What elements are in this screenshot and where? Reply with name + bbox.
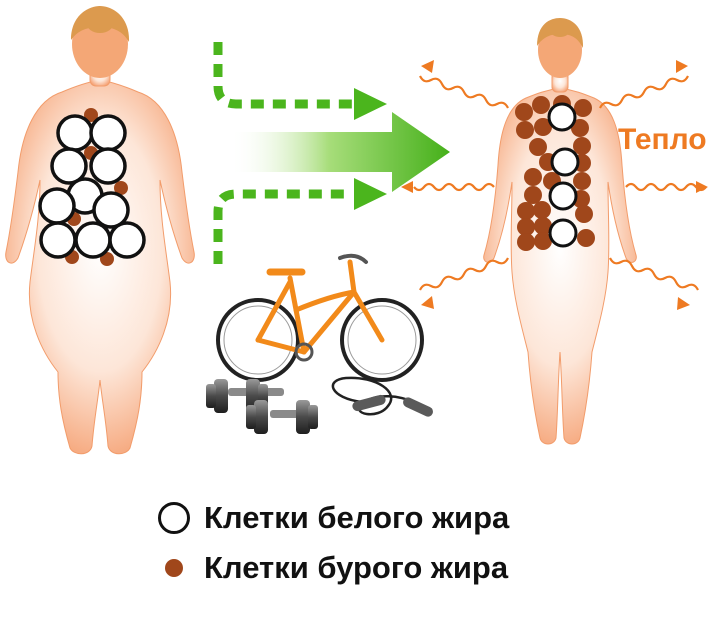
white-fat-circle-icon [148, 502, 200, 534]
heat-waves [413, 75, 707, 291]
legend-brown-fat-label: Клетки бурого жира [204, 550, 509, 585]
white-fat-cells-left [38, 108, 146, 266]
jump-rope-icon [331, 376, 433, 417]
legend-white-fat: Клетки белого жира [148, 496, 509, 540]
transition-arrows [213, 42, 450, 264]
heat-label: Тепло [618, 123, 707, 156]
brown-fat-cells-right [515, 95, 595, 251]
legend-white-fat-label: Клетки белого жира [204, 500, 510, 535]
bicycle-icon [216, 253, 424, 382]
brown-fat-dot-icon [148, 559, 200, 577]
legend-brown-fat: Клетки бурого жира [148, 546, 508, 590]
dumbbell-icon [206, 379, 318, 434]
slim-figure [483, 18, 637, 445]
heat-arrowheads [401, 60, 708, 310]
